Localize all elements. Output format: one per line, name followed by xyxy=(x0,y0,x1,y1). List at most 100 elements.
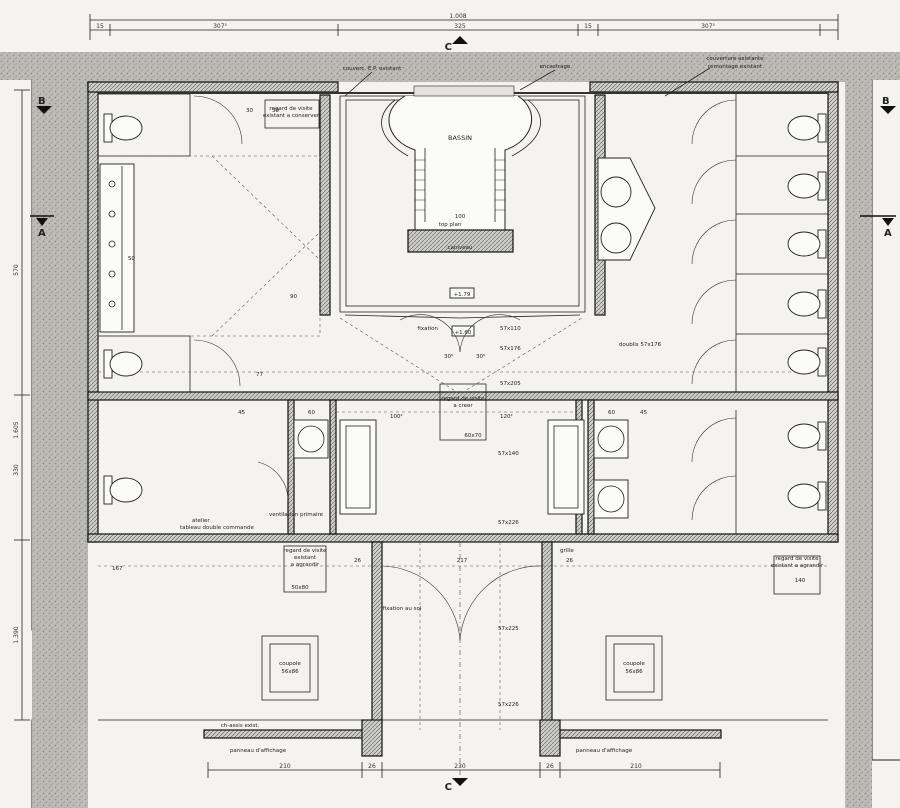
m57-140: 57x140 xyxy=(498,451,519,457)
label-encastrage: encastrage xyxy=(540,64,571,70)
chassis-label: ch-assis exist. xyxy=(221,723,260,729)
coupole-right-1: coupole xyxy=(623,661,645,667)
dim-bottom-left: 210 xyxy=(279,763,291,770)
regard-left-3: a agrandir xyxy=(291,562,320,568)
toilet-left-3 xyxy=(103,475,143,505)
pool-area: BASSIN top plan 100 caniveau +1.79 +1.60… xyxy=(339,85,586,337)
dim-bottom-26-right: 26 xyxy=(546,763,554,770)
dim-30-5-left: 30⁵ xyxy=(444,353,453,360)
toilet-right-2 xyxy=(787,171,827,201)
axis-c-top: C xyxy=(445,42,452,53)
m57-226b: 57x226 xyxy=(498,702,519,708)
left-middle-rooms: 60 60 45 45 ventilation primaire atelier… xyxy=(180,410,737,534)
dim-30a: 30 xyxy=(246,108,253,114)
tap-1 xyxy=(108,180,116,188)
pool-dim-100: 100 xyxy=(455,214,466,220)
regard-left-4: 50x80 xyxy=(291,585,309,591)
dim-77-row: 77 xyxy=(256,372,263,378)
dim-top-left: 307⁵ xyxy=(213,23,227,30)
top-plan-label: top plan xyxy=(439,222,462,228)
ventilation-label: ventilation primaire xyxy=(269,512,324,518)
top-annotations: couverc. E.P. existant encastrage couver… xyxy=(343,56,764,97)
dim-167: 167 xyxy=(112,566,123,572)
dim-top-15-left: 15 xyxy=(96,23,104,30)
toilet-right-3 xyxy=(787,229,827,259)
bottom-dimensions: 210 26 230 26 210 xyxy=(207,762,721,778)
label-remontage: remontage existant xyxy=(708,64,763,70)
regard-right-1: regard de visite xyxy=(775,556,819,562)
lower-hall: coupole 56x86 coupole 56x86 fixation au … xyxy=(98,542,828,780)
dim-90: 90 xyxy=(290,294,297,300)
bassin-label: BASSIN xyxy=(448,134,472,142)
dim-45a: 45 xyxy=(238,410,245,416)
axis-a-right: A xyxy=(884,228,892,239)
dim-217: 217 xyxy=(457,558,468,564)
caniveau-label: caniveau xyxy=(448,245,473,251)
axis-c-bottom: C xyxy=(445,782,452,793)
dim-120-2: 120² xyxy=(500,413,513,420)
dim-45b: 45 xyxy=(640,410,647,416)
dim-26a: 26 xyxy=(354,558,361,564)
top-dimensions: 1.008 307⁵ 325 307⁵ 15 15 xyxy=(89,13,839,40)
tap-2 xyxy=(108,210,116,218)
coupole-right-2: 56x86 xyxy=(625,669,643,675)
dim-top-15-right: 15 xyxy=(584,23,592,30)
m57-226a: 57x226 xyxy=(498,520,519,526)
left-dimensions: 570 1.605 330 1.390 xyxy=(13,89,30,721)
panneau-right: panneau d'affichage xyxy=(576,748,633,754)
central-corridor: 30⁵ 30⁵ 57x110 57x176 57x205 57x140 57x2… xyxy=(98,314,828,526)
doublis-label: doublis 57x176 xyxy=(619,342,662,348)
label-couverture: couverture existante xyxy=(706,56,764,62)
fixation-label: fixation xyxy=(417,326,438,332)
dim-left-upper: 570 xyxy=(13,264,20,276)
m57-225: 57x225 xyxy=(498,626,519,632)
regard-center-2: a creer xyxy=(453,403,473,409)
outer-walls xyxy=(87,81,839,757)
axis-b-right: B xyxy=(882,96,890,107)
tap-3 xyxy=(108,240,116,248)
section-markers: C C B B A A xyxy=(30,36,896,793)
toilet-left-2 xyxy=(103,349,143,379)
toilet-right-7 xyxy=(787,481,827,511)
toilet-left-1 xyxy=(103,113,143,143)
fixation-sol: fixation au sol xyxy=(383,606,422,612)
toilet-right-6 xyxy=(787,421,827,451)
dim-left-total: 1.605 xyxy=(13,421,20,438)
basin-right-2 xyxy=(600,222,632,254)
regard-right-2: existant a agrandir xyxy=(771,563,824,569)
coupole-left-2: 56x86 xyxy=(281,669,299,675)
dim-26b: 26 xyxy=(566,558,573,564)
toilet-right-4 xyxy=(787,289,827,319)
atelier-label-2: tableau double commande xyxy=(180,525,254,531)
grille-label: grille xyxy=(560,548,574,554)
dim-100-2: 100² xyxy=(390,413,403,420)
tap-4 xyxy=(108,270,116,278)
regard-left-2: existant xyxy=(294,555,317,561)
toilet-right-5 xyxy=(787,347,827,377)
regard-right-3: 140 xyxy=(795,578,806,584)
dim-30-5-right: 30⁵ xyxy=(476,353,485,360)
dim-60b: 60 xyxy=(608,410,615,416)
coupole-left-1: coupole xyxy=(279,661,301,667)
basin-right-1 xyxy=(600,176,632,208)
level-179: +1.79 xyxy=(454,292,471,298)
dim-30b: 30 xyxy=(272,108,279,114)
label-couverc: couverc. E.P. existant xyxy=(343,66,402,72)
dim-left-mid: 330 xyxy=(13,464,20,476)
atelier-label: atelier xyxy=(192,518,210,524)
toilet-right-1 xyxy=(787,113,827,143)
m57-176: 57x176 xyxy=(500,346,521,352)
panneau-left: panneau d'affichage xyxy=(230,748,287,754)
dim-bottom-center: 230 xyxy=(454,763,466,770)
dim-overall-width: 1.008 xyxy=(449,13,466,20)
basin-dim-50: 50 xyxy=(128,256,135,262)
m57-205: 57x205 xyxy=(500,381,521,387)
regard-tl-1: regard de visite xyxy=(269,106,313,112)
dim-top-right: 307⁵ xyxy=(701,23,715,30)
regard-tl-2: existant a conserver xyxy=(263,113,320,119)
regard-center-1: regard de visite xyxy=(441,396,485,402)
axis-b-left: B xyxy=(38,96,46,107)
left-upper-rooms: 50 90 regard de visite existant a conser… xyxy=(97,93,321,393)
sanitary-fixtures xyxy=(103,113,827,511)
